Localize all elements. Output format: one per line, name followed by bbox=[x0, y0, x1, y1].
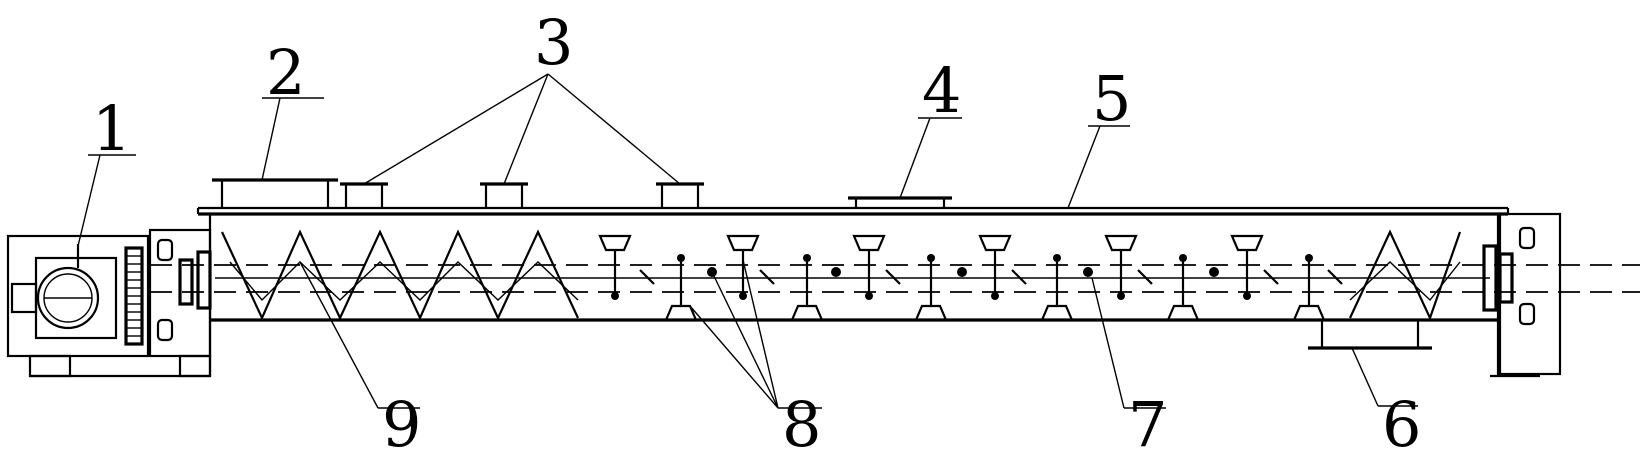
callouts: 1 2 3 4 5 6 7 8 9 bbox=[92, 6, 1421, 453]
leader-lines bbox=[77, 73, 1418, 409]
outlet bbox=[1308, 320, 1432, 350]
callout-5: 5 bbox=[1092, 62, 1131, 135]
callout-8: 8 bbox=[782, 388, 821, 453]
callout-1: 1 bbox=[92, 92, 131, 165]
small-inlets bbox=[340, 182, 704, 208]
callout-3: 3 bbox=[534, 6, 573, 79]
callout-4: 4 bbox=[922, 54, 961, 127]
callout-2: 2 bbox=[266, 36, 305, 109]
trough-body bbox=[150, 206, 1640, 376]
callout-6: 6 bbox=[1382, 388, 1421, 453]
motor-assembly bbox=[6, 228, 212, 378]
cover-plate bbox=[848, 196, 952, 208]
right-end-assembly bbox=[1482, 212, 1562, 378]
screw-flights bbox=[221, 229, 1462, 321]
main-inlet bbox=[212, 178, 338, 208]
mixing-paddles bbox=[598, 234, 1343, 322]
callout-7: 7 bbox=[1128, 388, 1167, 453]
callout-9: 9 bbox=[382, 388, 421, 453]
